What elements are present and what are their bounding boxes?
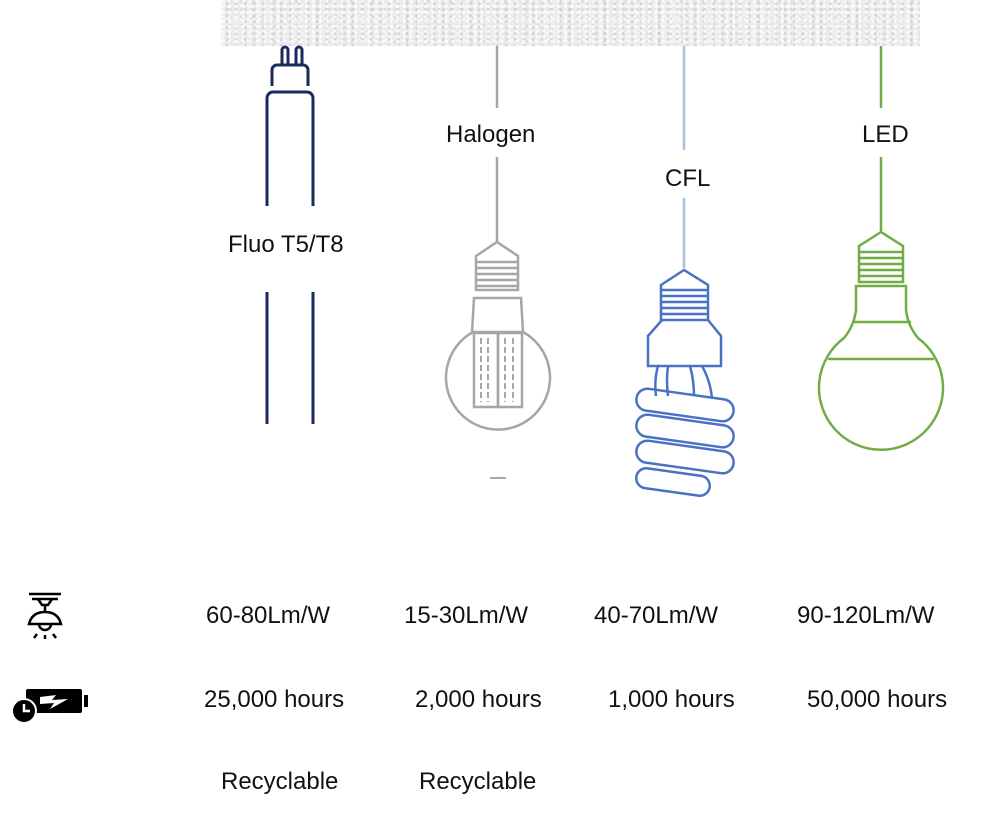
lamp-label-fluo: Fluo T5/T8 [228,231,344,259]
efficacy-fluo: 60-80Lm/W [206,602,331,629]
efficacy-halogen: 15-30Lm/W [404,602,529,629]
lifetime-cfl: 1,000 hours [608,686,735,713]
recyclable-halogen: Recyclable [419,768,537,795]
ceiling-lamp-icon [27,592,63,639]
halogen-bulb-icon [444,46,552,479]
fluorescent-tube-icon [265,45,315,424]
lamp-label-led: LED [862,121,909,149]
cfl-bulb-icon [635,46,735,498]
lamp-label-cfl: CFL [665,165,711,193]
lamp-label-halogen: Halogen [446,121,536,149]
lifetime-led: 50,000 hours [807,686,948,713]
battery-clock-icon [11,689,88,723]
lifetime-fluo: 25,000 hours [204,686,345,713]
ceiling [221,0,920,46]
efficacy-cfl: 40-70Lm/W [594,602,719,629]
lifetime-halogen: 2,000 hours [415,686,542,713]
led-bulb-icon [817,46,945,451]
lamps-illustration [265,45,945,498]
efficacy-led: 90-120Lm/W [797,602,935,629]
recyclable-fluo: Recyclable [221,768,339,795]
